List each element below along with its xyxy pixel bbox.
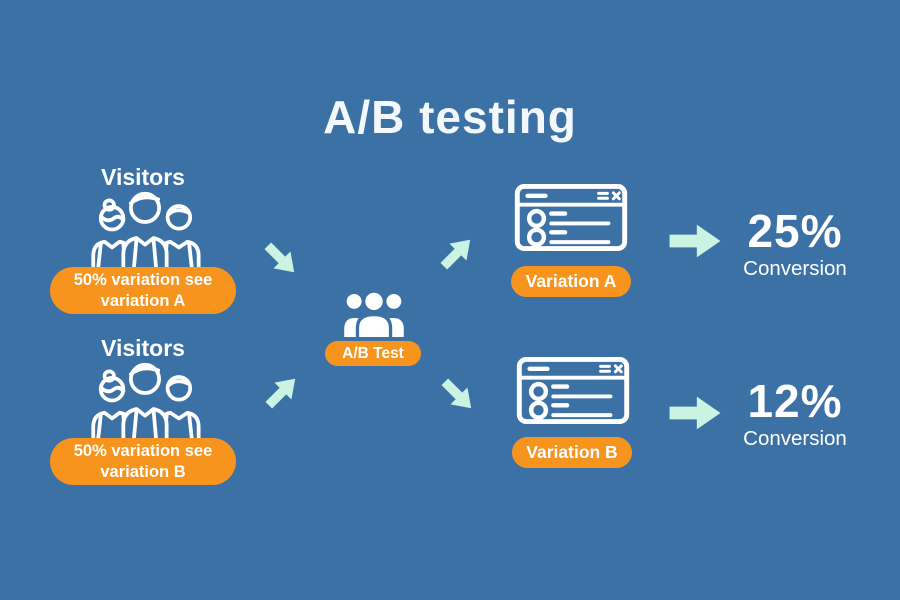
- variation-a-label: Variation A: [525, 271, 617, 291]
- right-arrow-icon: [669, 396, 721, 430]
- browser-window-icon: [516, 357, 630, 424]
- people-group-filled-icon: [344, 289, 404, 337]
- variation-b-pill: Variation B: [512, 437, 632, 468]
- result-variation-a: 25% Conversion: [720, 208, 870, 281]
- page-title: A/B testing: [323, 91, 577, 143]
- right-arrow-icon: [669, 224, 721, 258]
- visitors-label-top: Visitors: [101, 164, 185, 190]
- ab-test-pill: A/B Test: [325, 341, 421, 366]
- variation-a-pill: Variation A: [511, 266, 631, 297]
- conversion-rate-b: 12%: [747, 375, 843, 427]
- down-right-arrow-icon: [264, 242, 295, 273]
- up-right-arrow-icon: [265, 378, 296, 409]
- result-variation-b: 12% Conversion: [720, 378, 870, 451]
- audience-pill-variation-a: 50% variation see variation A: [50, 267, 236, 314]
- down-right-arrow-icon: [441, 378, 472, 409]
- audience-pill-variation-b: 50% variation see variation B: [50, 438, 236, 485]
- variation-b-label: Variation B: [526, 442, 618, 462]
- conversion-rate-a: 25%: [747, 205, 843, 257]
- people-group-outline-icon: [91, 191, 201, 270]
- pill-line-1: 50% variation see: [73, 271, 213, 290]
- people-group-outline-icon: [91, 362, 201, 441]
- pill-line-2: variation A: [100, 291, 186, 310]
- conversion-caption-a: Conversion: [743, 257, 847, 280]
- conversion-caption-b: Conversion: [743, 427, 847, 450]
- ab-test-label: A/B Test: [342, 344, 404, 362]
- pill-line-2: variation B: [100, 462, 186, 481]
- browser-window-icon: [514, 184, 628, 251]
- visitors-label-bottom: Visitors: [101, 335, 185, 361]
- pill-line-1: 50% variation see: [73, 442, 213, 461]
- up-right-arrow-icon: [440, 239, 471, 270]
